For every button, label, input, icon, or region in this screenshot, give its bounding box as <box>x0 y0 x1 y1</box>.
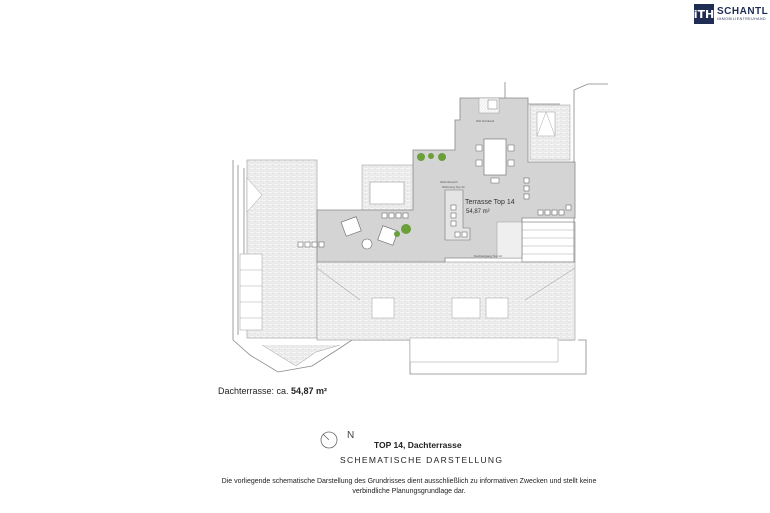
building-outline <box>232 82 608 375</box>
disclaimer-text: Die vorliegende schematische Darstellung… <box>221 478 597 495</box>
terrace-area-label: 54,87 m² <box>466 209 490 215</box>
plan-label-unit: Wohnung Top 14 <box>442 185 465 189</box>
plan-label-living: Wohnbereich <box>440 180 458 184</box>
dining-set <box>475 138 515 184</box>
logo-mark: iTH <box>694 4 714 24</box>
compass-north-label: N <box>347 430 355 441</box>
company-logo[interactable]: iTH SCHANTL IMMOBILIENTREUHAND <box>694 4 768 24</box>
terrace-area-summary: Dachterrasse: ca. 54,87 m² <box>218 386 327 396</box>
logo-subtitle: IMMOBILIENTREUHAND <box>717 16 767 21</box>
compass-icon <box>320 431 338 449</box>
plants <box>394 153 446 237</box>
logo-name: SCHANTL <box>717 5 769 17</box>
plan-subtitle: SCHEMATISCHE DARSTELLUNG <box>340 455 504 465</box>
lounge-chairs <box>340 216 399 250</box>
terrace-floor <box>316 97 576 263</box>
floor-plan: Terrasse Top 14 54,87 m² WH Grünland Woh… <box>232 82 608 375</box>
plan-label-top: WH Grünland <box>476 119 495 123</box>
roof-main <box>316 261 576 341</box>
area-value: 54,87 m² <box>291 386 328 396</box>
plan-title: TOP 14, Dachterrasse <box>374 440 462 450</box>
area-prefix: Dachterrasse: ca. <box>218 386 292 396</box>
plan-label-roof-access: Dachaufgang Top 14 <box>474 254 502 258</box>
terrace-label: Terrasse Top 14 <box>465 199 515 206</box>
planter-boxes <box>297 177 572 248</box>
